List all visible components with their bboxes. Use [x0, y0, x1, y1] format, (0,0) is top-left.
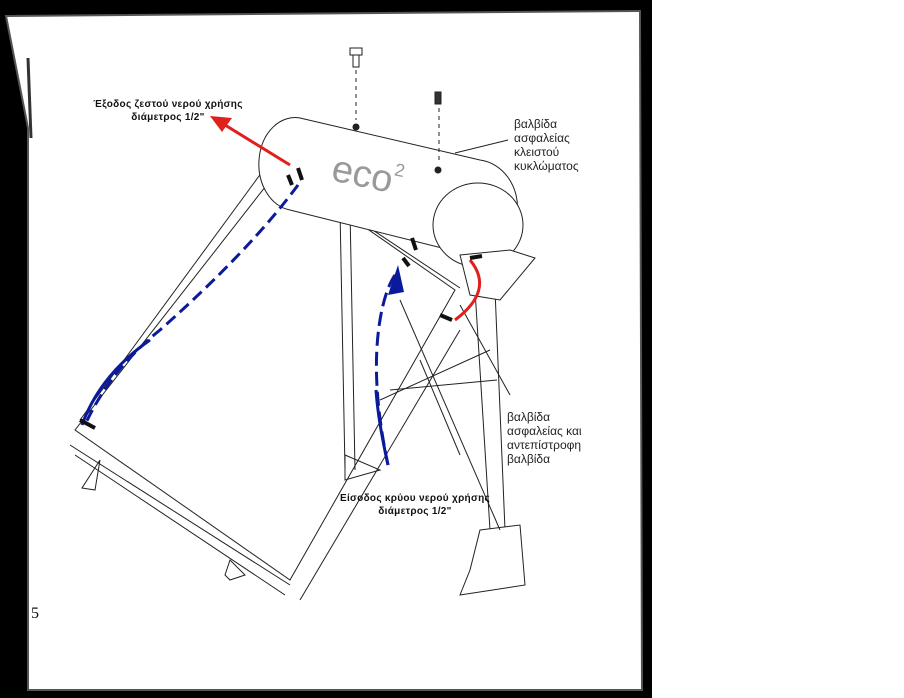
valve-label-line: βαλβίδα — [514, 117, 558, 131]
hot-outlet-label-line: Έξοδος ζεστού νερού χρήσης — [93, 99, 243, 110]
valve-label-line: βαλβίδα — [507, 410, 551, 424]
cold-inlet-label: Είσοδος κρύου νερού χρήσης διάμετρος 1/2… — [325, 492, 505, 518]
valve-label-line: ασφαλείας — [514, 131, 570, 145]
cold-inlet-label-line: διάμετρος 1/2" — [378, 506, 452, 517]
cold-inlet-arrowhead — [388, 265, 404, 295]
hot-outlet-label: Έξοδος ζεστού νερού χρήσης διάμετρος 1/2… — [78, 98, 258, 124]
closed-circuit-valve-label: βαλβίδα ασφαλείας κλειστού κυκλώματος — [514, 117, 579, 173]
collector-return-pipe — [83, 184, 300, 426]
cold-inlet-label-line: Είσοδος κρύου νερού χρήσης — [339, 493, 491, 504]
heater-drawing — [69, 47, 536, 601]
scan-mark — [26, 57, 33, 139]
page-number: 5 — [31, 605, 39, 622]
hot-loop-pipe — [454, 259, 481, 322]
valve-label-line: ασφαλείας και — [507, 424, 582, 438]
valve-label-line: κυκλώματος — [514, 159, 579, 173]
hot-outlet-label-line: διάμετρος 1/2" — [131, 112, 205, 123]
valve-label-line: κλειστού — [514, 145, 560, 159]
valve-label-line: βαλβίδα — [507, 452, 551, 466]
valve-label-line: αντεπίστροφη — [507, 438, 582, 452]
valve-top-icon — [434, 91, 442, 105]
bolt-icon — [349, 47, 363, 56]
safety-check-valve-label: βαλβίδα ασφαλείας και αντεπίστροφη βαλβί… — [507, 410, 582, 466]
hot-outlet-arrow — [224, 123, 291, 167]
pipes — [79, 116, 483, 466]
